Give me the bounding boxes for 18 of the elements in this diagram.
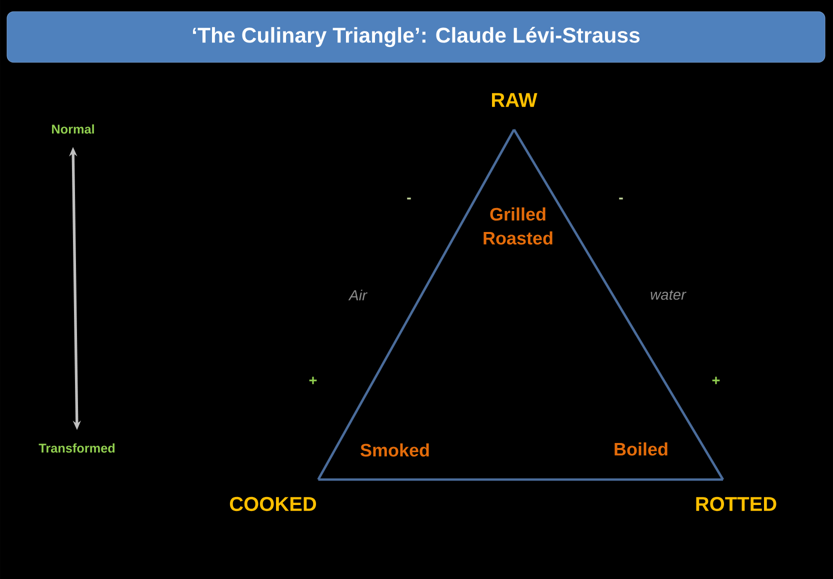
edge-label: water xyxy=(648,288,688,302)
triangle-side xyxy=(512,128,724,480)
sign-label: + xyxy=(309,376,317,384)
food-label: Smoked xyxy=(360,443,429,457)
sign-label: - xyxy=(619,198,623,200)
sign-label: - xyxy=(407,198,411,200)
food-label: Boiled xyxy=(614,442,668,456)
edge-label: Air xyxy=(348,288,368,302)
triangle-side xyxy=(317,128,516,480)
vertex-label: ROTTED xyxy=(696,496,776,512)
vertex-label: COOKED xyxy=(230,496,316,512)
vertex-label: RAW xyxy=(492,93,538,107)
food-label: Grilled Roasted xyxy=(484,207,552,245)
title-banner: ‘The Culinary Triangle’: Claude Lévi-Strauss xyxy=(6,11,826,63)
axis-end-label: Normal xyxy=(52,124,94,134)
sign-label: + xyxy=(712,376,720,384)
axis-end-label: Transformed xyxy=(38,443,115,453)
triangle-side xyxy=(318,478,724,481)
